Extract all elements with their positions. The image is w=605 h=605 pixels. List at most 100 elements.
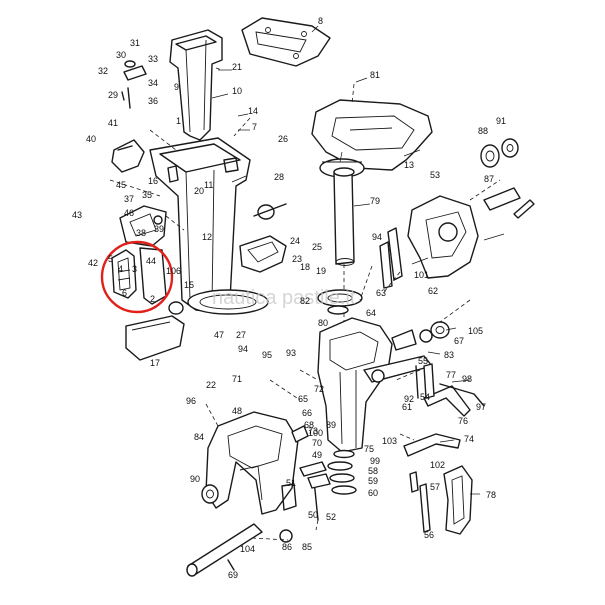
part-number-label: 100 (308, 428, 323, 438)
part-number-label: 26 (278, 134, 288, 144)
steering-shaft (333, 167, 355, 330)
part-number-label: 56 (424, 530, 434, 540)
part-number-label: 1 (176, 116, 181, 126)
part-number-label: 106 (166, 266, 181, 276)
lower-mount-assembly (111, 247, 167, 305)
part-number-label: 45 (116, 180, 126, 190)
bushing-plate-80 (317, 289, 363, 315)
part-number-label: 30 (116, 50, 126, 60)
part-number-label: 58 (368, 466, 378, 476)
part-number-label: 40 (86, 134, 96, 144)
watermark-text: nautica pastile.it (212, 287, 356, 309)
exhaust-housing (149, 29, 251, 313)
part-number-label: 20 (194, 186, 204, 196)
part-number-label: 66 (302, 408, 312, 418)
part-number-label: 65 (298, 394, 308, 404)
part-number-label: 33 (148, 54, 158, 64)
part-number-label: 59 (368, 476, 378, 486)
part-number-label: 102 (430, 460, 445, 470)
part-number-label: 21 (232, 62, 242, 72)
part-number-label: 6 (122, 288, 127, 298)
part-number-label: 98 (462, 374, 472, 384)
part-number-label: 5 (108, 254, 113, 264)
part-number-label: 42 (88, 258, 98, 268)
part-number-label: 96 (186, 396, 196, 406)
part-number-label: 64 (366, 308, 376, 318)
part-number-label: 68 (304, 420, 314, 430)
part-number-label: 70 (312, 438, 322, 448)
part-number-label: 57 (430, 482, 440, 492)
part-number-label: 99 (370, 456, 380, 466)
part-number-label: 75 (364, 444, 374, 454)
part-number-label: 32 (98, 66, 108, 76)
part-number-label: 67 (454, 336, 464, 346)
assembly-leader-lines (109, 67, 471, 541)
part-number-label: 101 (414, 270, 429, 280)
part-number-label: 77 (446, 370, 456, 380)
part-number-label: 83 (444, 350, 454, 360)
part-number-label: 94 (372, 232, 382, 242)
part-number-label: 105 (468, 326, 483, 336)
shift-cover (239, 203, 287, 273)
part-number-label: 80 (318, 318, 328, 328)
part-number-label: 28 (274, 172, 284, 182)
part-number-label: 82 (300, 296, 310, 306)
part-number-label: 91 (496, 116, 506, 126)
part-number-label: 4 (118, 264, 123, 274)
part-number-label: 39 (154, 224, 164, 234)
part-number-label: 22 (206, 380, 216, 390)
part-number-label: 63 (376, 288, 386, 298)
part-number-label: 35 (142, 190, 152, 200)
clamp-bracket-left (201, 411, 309, 515)
part-number-label: 13 (404, 160, 414, 170)
part-number-label: 36 (148, 96, 158, 106)
tilt-tube (186, 523, 263, 577)
part-number-label: 10 (232, 86, 242, 96)
highlight-circle (100, 240, 174, 314)
part-number-label: 85 (302, 542, 312, 552)
part-number-label: 9 (174, 82, 179, 92)
part-number-label: 94 (238, 344, 248, 354)
part-number-label: 43 (72, 210, 82, 220)
part-number-label: 2 (150, 294, 155, 304)
part-number-label: 18 (300, 262, 310, 272)
part-number-label: 19 (316, 266, 326, 276)
part-number-label: 103 (382, 436, 397, 446)
seal-plate (168, 289, 269, 315)
part-number-label: 90 (190, 474, 200, 484)
part-number-label: 12 (202, 232, 212, 242)
part-number-label: 37 (124, 194, 134, 204)
part-number-label: 46 (124, 208, 134, 218)
washer-stack (327, 449, 357, 495)
left-small-parts (111, 60, 147, 173)
part-number-label: 27 (236, 330, 246, 340)
part-number-label: 50 (308, 510, 318, 520)
part-number-label: 55 (418, 356, 428, 366)
clamp-bracket-right (379, 195, 479, 289)
mount-bracket-left (119, 205, 167, 247)
part-number-label: 86 (282, 542, 292, 552)
part-number-label: 97 (476, 402, 486, 412)
part-number-label: 72 (314, 384, 324, 394)
part-number-label: 7 (252, 122, 257, 132)
part-number-label: 76 (458, 416, 468, 426)
part-number-label: 11 (204, 180, 213, 190)
part-number-label: 17 (150, 358, 160, 368)
part-number-label: 25 (312, 242, 322, 252)
part-number-label: 23 (292, 254, 302, 264)
lower-cover-17 (125, 315, 185, 361)
part-number-label: 74 (464, 434, 474, 444)
part-number-label: 29 (108, 90, 118, 100)
clamp-screw-handle (279, 461, 331, 543)
part-number-label: 31 (130, 38, 140, 48)
part-number-label: 15 (184, 280, 194, 290)
part-number-label: 92 (404, 394, 414, 404)
top-gasket-plate (241, 17, 331, 67)
part-number-label: 79 (370, 196, 380, 206)
part-number-label: 78 (486, 490, 496, 500)
part-number-label: 60 (368, 488, 378, 498)
part-number-label: 49 (312, 450, 322, 460)
part-number-label: 48 (232, 406, 242, 416)
label-leaders (211, 25, 505, 495)
